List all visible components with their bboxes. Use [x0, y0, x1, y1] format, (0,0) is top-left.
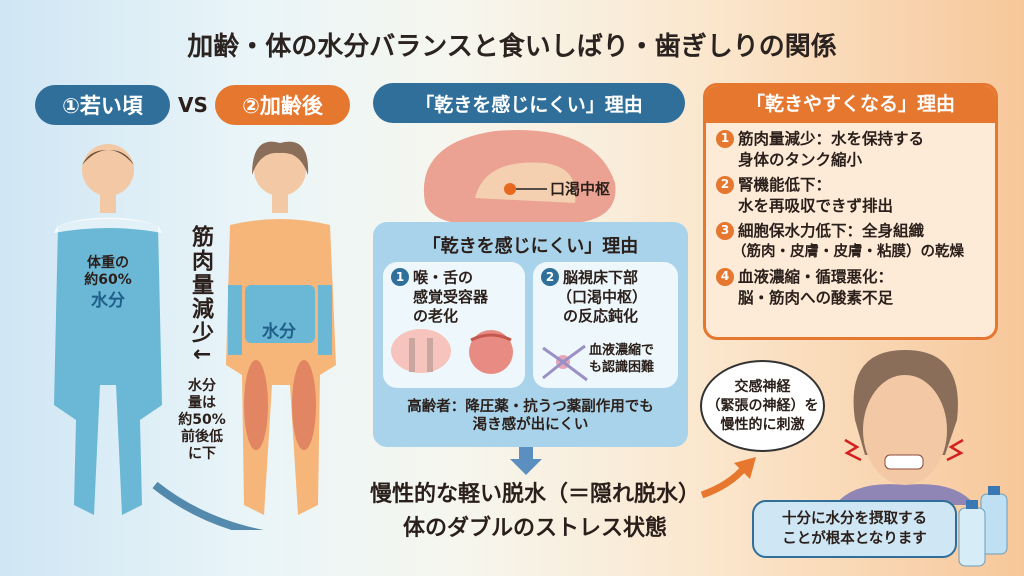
speech-line: 交感神経: [734, 378, 791, 395]
page-title: 加齢・体の水分バランスと食いしばり・歯ぎしりの関係: [187, 32, 837, 62]
water-line: 約50%: [178, 412, 226, 428]
number-badge: 1: [716, 129, 734, 148]
young-water-line3: 水分: [91, 291, 125, 311]
aged-water-label: 水分: [262, 322, 296, 342]
body-figures-illustration: [54, 141, 336, 530]
aged-figure: [226, 141, 336, 515]
vs-label: VS: [178, 93, 208, 117]
water-line: 水分: [188, 378, 216, 394]
number-badge: 4: [716, 267, 734, 286]
thirst-center-label: 口渇中枢: [550, 180, 611, 198]
advice-box: 十分に水分を摂取する ことが根本となります: [752, 500, 957, 558]
item-line: 血液濃縮・循環悪化：: [738, 268, 894, 286]
item-line: 脳・筋肉への酸素不足: [738, 289, 894, 307]
reason2-line: （口渇中枢）: [557, 287, 648, 306]
elderly-note: 高齢者：降圧薬・抗うつ薬副作用でも: [407, 399, 654, 415]
tongue-icon: [391, 328, 513, 374]
young-water-info: 体重の 約60% 水分: [78, 255, 138, 310]
right-header: 「乾きやすくなる」理由: [706, 86, 995, 123]
down-arrow-icon: [510, 447, 542, 475]
elderly-note: 渇き感が出にくい: [472, 417, 589, 433]
conclusion-line2: 体のダブルのストレス状態: [402, 516, 667, 541]
item-line: 水を再吸収できず排出: [738, 197, 894, 215]
water-line: 前後低: [181, 429, 223, 445]
reason1-line: 喉・舌の: [413, 268, 474, 287]
item-line: 身体のタンク縮小: [738, 151, 863, 169]
number-badge: 3: [716, 221, 734, 240]
center-box-title: 「乾きを感じにくい」理由: [422, 236, 639, 257]
advice-line: ことが根本となります: [782, 531, 927, 547]
water-decrease-text: 水分 量は 約50% 前後低 に下: [172, 378, 232, 463]
center-header: 「乾きを感じにくい」理由: [373, 83, 685, 123]
item-line: 腎機能低下：: [738, 176, 832, 194]
speech-line: 慢性的に刺激: [720, 416, 805, 433]
brain-icon: [423, 130, 616, 223]
number-badge: 2: [541, 268, 559, 286]
item-line: （筋肉・皮膚・皮膚・粘膜）の乾燥: [732, 244, 964, 260]
reason2-note: も認識困難: [589, 360, 655, 375]
number-badge: 1: [391, 268, 409, 286]
speech-bubble: 交感神経 （緊張の神経）を慢性的に刺激: [700, 360, 825, 452]
reason2-line: の反応鈍化: [563, 306, 639, 325]
water-line: 量は: [188, 395, 216, 411]
water-bottle-icon: [958, 486, 1008, 567]
conclusion: 慢性的な軽い脱水（＝隠れ脱水） 体のダブルのストレス状態: [360, 478, 710, 546]
reason2-line: 脳視床下部: [563, 268, 639, 287]
young-water-line1: 体重の: [87, 255, 129, 271]
aged-label: ②加齢後: [215, 85, 350, 125]
neuron-icon: [542, 344, 588, 382]
number-badge: 2: [716, 175, 734, 194]
young-water-line2: 約60%: [84, 272, 132, 288]
curved-arrow: [152, 481, 264, 530]
speech-line: （緊張の神経）を: [706, 397, 819, 414]
muscle-decrease-text: 筋肉量減少↓: [188, 225, 213, 366]
reason2-note: 血液濃縮で: [589, 343, 655, 358]
water-line: に下: [188, 446, 216, 462]
young-figure: [54, 144, 162, 515]
reason1-line: 感覚受容器: [413, 287, 489, 306]
item-line: 筋肉量減少：水を保持する: [738, 130, 925, 148]
orange-arrow-icon: [700, 457, 756, 499]
clenching-woman-illustration: [835, 350, 975, 505]
advice-line: 十分に水分を摂取する: [782, 511, 927, 527]
reason1-line: の老化: [413, 306, 459, 325]
item-line: 細胞保水力低下：全身組織: [738, 222, 925, 240]
young-label: ①若い頃: [35, 85, 170, 125]
conclusion-line1: 慢性的な軽い脱水（＝隠れ脱水）: [369, 482, 700, 507]
